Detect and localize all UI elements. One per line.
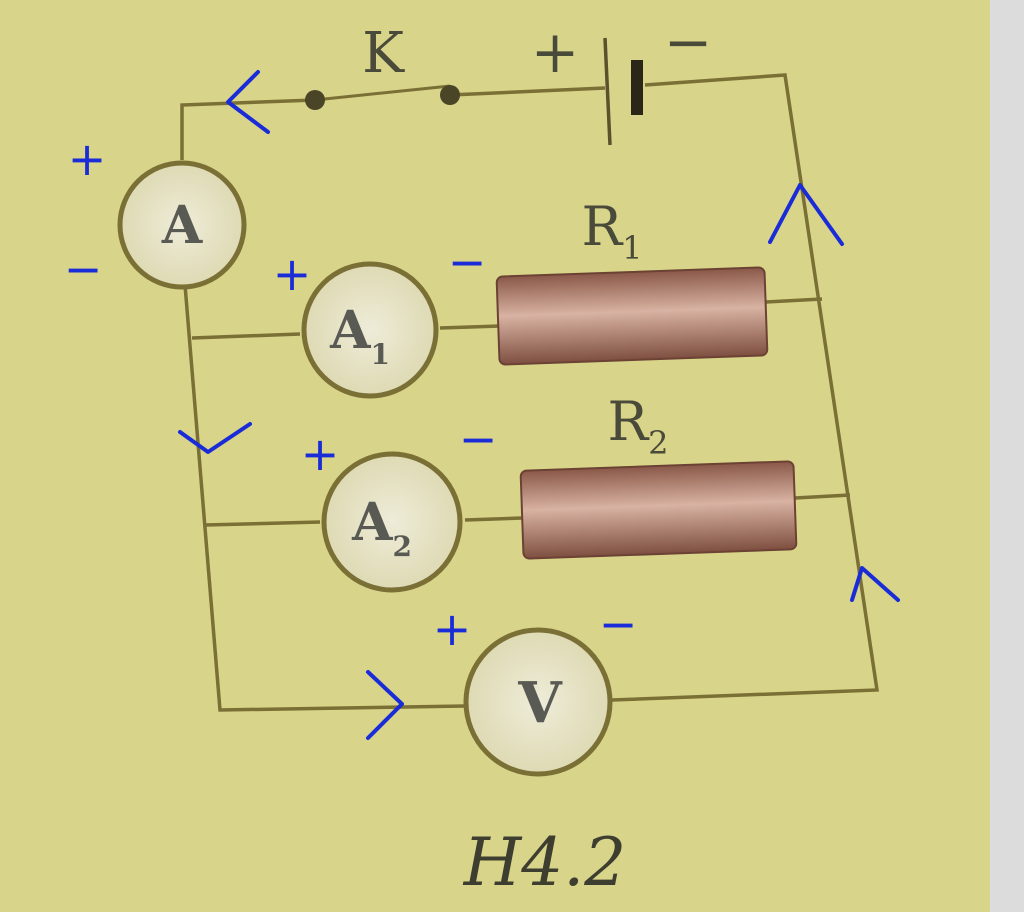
ink-minus-a2: − bbox=[459, 412, 498, 466]
figure-caption: H4.2 bbox=[463, 824, 627, 901]
switch-lever bbox=[314, 84, 451, 102]
ink-plus-a1: + bbox=[273, 247, 312, 301]
wire-r1-right bbox=[765, 297, 823, 304]
switch-label: K bbox=[362, 21, 405, 86]
switch-contact-right bbox=[440, 85, 460, 105]
battery-minus-label: − bbox=[664, 8, 713, 76]
ink-minus-voltmeter: − bbox=[599, 597, 638, 651]
resistor-r2-label: R2 bbox=[607, 390, 668, 462]
ammeter-a2: A2 bbox=[321, 451, 463, 593]
wire-a2-r2 bbox=[464, 516, 523, 522]
battery-short-plate bbox=[631, 60, 643, 115]
ink-plus-main-ammeter: + bbox=[68, 132, 107, 186]
resistor-r1 bbox=[495, 266, 769, 366]
wire-right-loop bbox=[611, 73, 880, 702]
battery-plus-label: + bbox=[531, 18, 580, 86]
ammeter-a1-label: A1 bbox=[329, 300, 390, 371]
wire-a1-r1 bbox=[439, 324, 501, 330]
battery-long-plate bbox=[603, 37, 612, 146]
chevron-arrow-icon bbox=[850, 566, 900, 602]
ink-plus-a2: + bbox=[301, 427, 340, 481]
ammeter-a2-label: A2 bbox=[351, 492, 412, 563]
resistor-r2 bbox=[519, 460, 798, 560]
chevron-arrow-icon bbox=[178, 422, 252, 454]
wire-switch-to-battery bbox=[449, 86, 606, 97]
circuit-wires bbox=[180, 73, 880, 712]
wire-left-loop bbox=[183, 284, 466, 712]
ammeter-a1: A1 bbox=[301, 261, 439, 399]
chevron-arrow-icon bbox=[366, 670, 404, 740]
main-ammeter-label: A bbox=[161, 195, 203, 256]
chevron-arrow-icon bbox=[768, 183, 844, 246]
voltmeter-label: V bbox=[517, 670, 563, 736]
ink-plus-voltmeter: + bbox=[433, 602, 472, 656]
voltmeter: V bbox=[463, 627, 613, 777]
chevron-arrow-icon bbox=[226, 70, 270, 134]
pen-annotations: + − + − + − + − bbox=[64, 70, 900, 740]
wire-branch-a2 bbox=[204, 520, 321, 527]
wire-top-left bbox=[180, 98, 316, 160]
wire-r2-right bbox=[794, 493, 851, 500]
switch-contact-left bbox=[305, 90, 325, 110]
wire-branch-a1 bbox=[191, 332, 301, 340]
resistor-r1-label: R1 bbox=[581, 195, 642, 267]
ink-minus-a1: − bbox=[448, 235, 487, 289]
page-edge bbox=[990, 0, 1024, 912]
ink-minus-main-ammeter: − bbox=[64, 242, 103, 296]
main-ammeter: A bbox=[117, 160, 247, 290]
